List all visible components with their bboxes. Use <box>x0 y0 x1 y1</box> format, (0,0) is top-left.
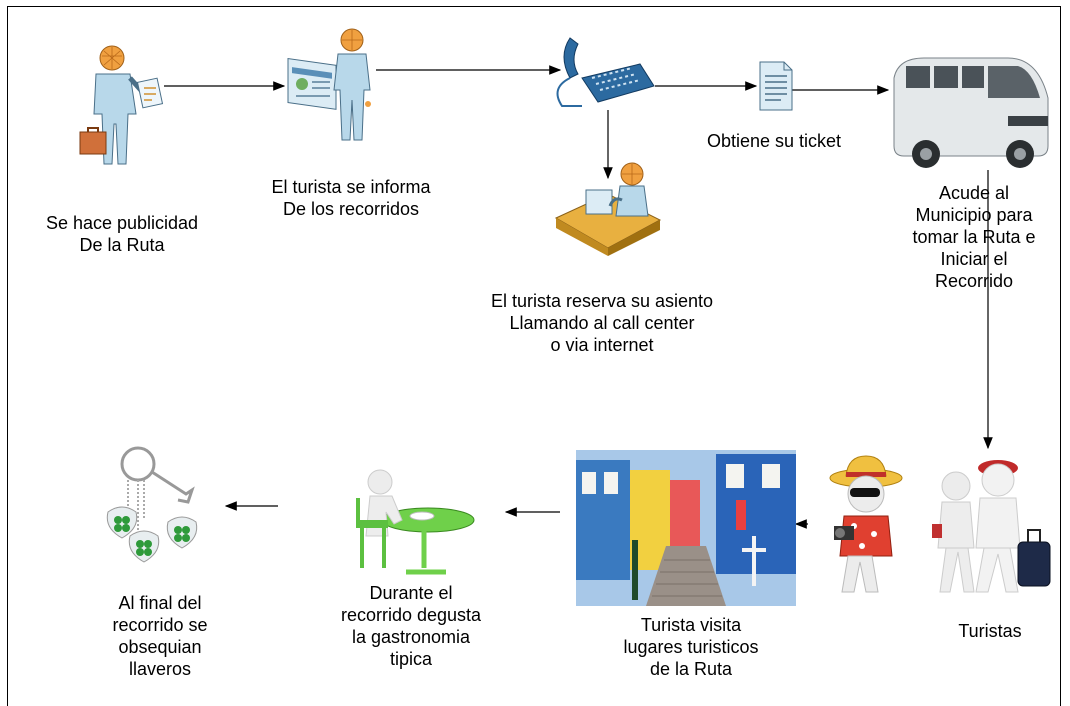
call-center-operator-icon <box>552 160 664 256</box>
tourist-with-hat-icon <box>810 452 918 602</box>
browsing-person-icon <box>284 28 380 146</box>
tourists-with-luggage-icon <box>926 450 1062 600</box>
label-ticket: Obtiene su ticket <box>706 131 842 151</box>
minibus-icon <box>888 54 1056 174</box>
dining-figure-icon <box>310 450 506 578</box>
label-gastronomia: Durante el recorrido degusta la gastrono… <box>340 583 482 669</box>
telephone-icon <box>548 34 658 110</box>
ticket-document-icon <box>758 60 794 112</box>
label-publicidad: Se hace publicidad De la Ruta <box>45 213 199 255</box>
label-informa: El turista se informa De los recorridos <box>271 177 431 219</box>
presenter-person-icon <box>78 44 170 174</box>
diagram-frame <box>7 6 1061 706</box>
label-llaveros: Al final del recorrido se obsequian llav… <box>112 593 208 679</box>
keychains-icon <box>88 432 224 582</box>
label-visita: Turista visita lugares turisticos de la … <box>623 615 759 679</box>
street-photo-icon <box>576 450 796 606</box>
label-reserva: El turista reserva su asiento Llamando a… <box>490 291 714 355</box>
label-turistas: Turistas <box>958 621 1022 641</box>
label-municipio: Acude al Municipio para tomar la Ruta e … <box>912 183 1036 291</box>
